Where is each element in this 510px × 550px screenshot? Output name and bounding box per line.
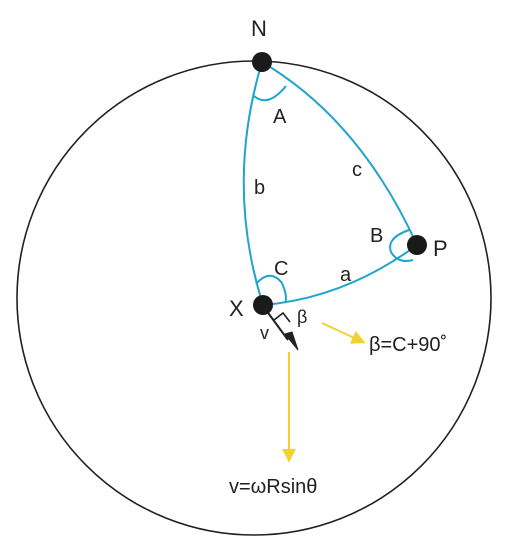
label-angle-b: B bbox=[370, 225, 383, 247]
velocity-arrowhead bbox=[284, 331, 299, 351]
label-velocity-formula: v=ωRsinθ bbox=[229, 476, 317, 498]
side-b-arc bbox=[242, 61, 264, 306]
label-beta-angle: β bbox=[297, 307, 307, 327]
right-angle-marker bbox=[273, 311, 291, 323]
angle-c-arc bbox=[255, 274, 287, 304]
vertex-p-dot bbox=[407, 235, 427, 255]
vertex-n-dot bbox=[252, 52, 272, 72]
label-side-b: b bbox=[254, 177, 265, 199]
label-angle-c: C bbox=[274, 258, 288, 280]
side-a-arc bbox=[262, 244, 418, 306]
vertex-x-dot bbox=[253, 295, 273, 315]
beta-annotation-arrow bbox=[321, 322, 366, 344]
label-velocity-symbol: v bbox=[260, 323, 269, 343]
velocity-vector bbox=[265, 309, 289, 341]
label-point-p: P bbox=[433, 236, 448, 261]
sphere-outline bbox=[16, 60, 492, 536]
label-side-c: c bbox=[352, 159, 362, 181]
label-angle-a: A bbox=[273, 106, 287, 128]
label-side-a: a bbox=[340, 264, 352, 286]
label-beta-relation: β=C+90˚ bbox=[369, 334, 447, 356]
side-c-arc bbox=[261, 61, 418, 246]
angle-b-arc bbox=[389, 229, 414, 262]
label-north: N bbox=[251, 16, 267, 41]
angle-a-arc bbox=[253, 85, 287, 102]
label-point-x: X bbox=[229, 296, 244, 321]
